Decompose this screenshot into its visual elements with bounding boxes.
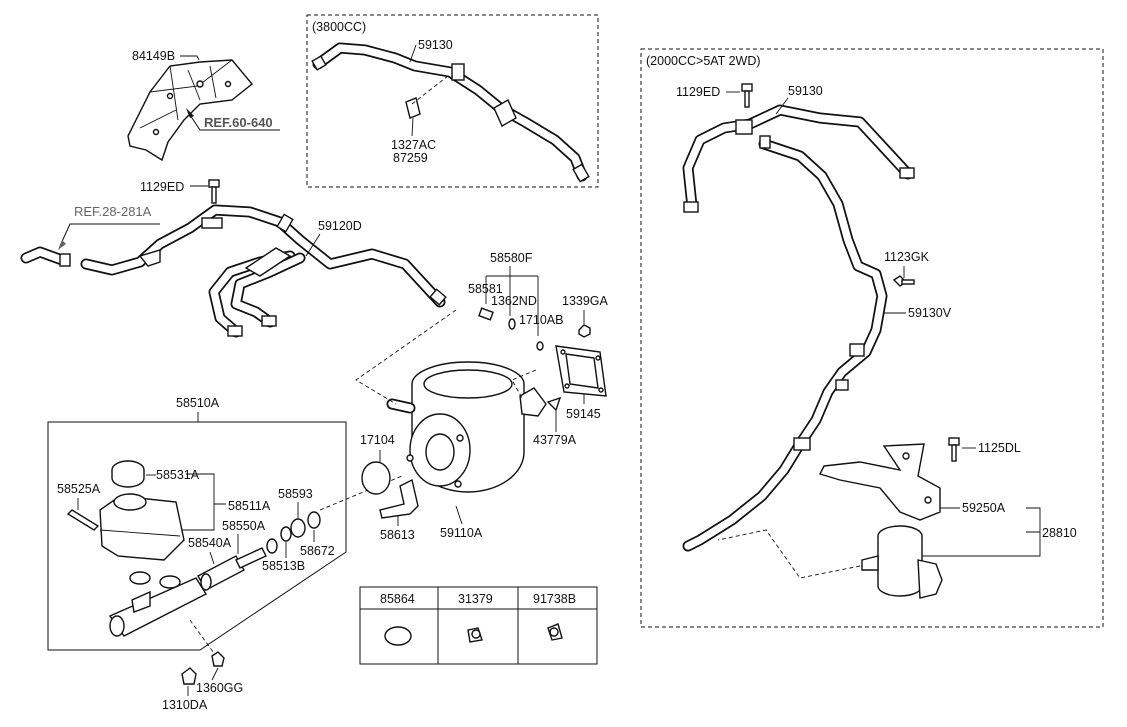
nut-1310da <box>181 667 197 685</box>
label-58581: 58581 <box>468 282 503 296</box>
gasket-59145 <box>555 345 607 397</box>
label-58525a: 58525A <box>57 482 101 496</box>
label-58511a: 58511A <box>228 499 271 513</box>
vacuum-pump-28810 <box>861 525 943 599</box>
pin-43779a <box>546 396 562 412</box>
bolt-58525a <box>66 509 100 531</box>
label-1129ed-left: 1129ED <box>140 180 184 194</box>
label-58531a: 58531A <box>156 468 200 482</box>
piston-58550a <box>235 547 267 569</box>
oring-58672 <box>307 511 321 529</box>
legend-header-3: 91738B <box>533 592 576 606</box>
nut-1339ga <box>578 324 591 338</box>
label-59130v: 59130V <box>908 306 952 320</box>
label-1360gg: 1360GG <box>196 681 243 695</box>
gasket-17104 <box>361 461 391 495</box>
label-87259: 87259 <box>393 151 428 165</box>
label-43779a: 43779A <box>533 433 577 447</box>
v6-section-label: (3800CC) <box>312 20 366 34</box>
label-58580f: 58580F <box>490 251 533 265</box>
hose-clamp-icon <box>467 627 483 643</box>
label-59250a: 59250A <box>962 501 1006 515</box>
seal-58550a <box>266 538 278 554</box>
bolt-1123gk <box>892 275 915 287</box>
ref-60-640: REF.60-640 <box>204 115 273 130</box>
bolt-1129ed-right <box>741 83 753 108</box>
ref-28-281a: REF.28-281A <box>74 204 152 219</box>
label-1339ga: 1339GA <box>562 294 609 308</box>
bolt-1125dl <box>948 437 960 462</box>
label-1362nd: 1362ND <box>491 294 537 308</box>
grommet-1362nd <box>508 318 516 330</box>
label-59120d: 59120D <box>318 219 362 233</box>
check-valve-58581 <box>478 307 494 321</box>
reservoir-cap-58531a <box>111 460 145 488</box>
washer-1360gg <box>211 651 225 667</box>
label-59130-right: 59130 <box>788 84 823 98</box>
label-1327ac: 1327AC <box>391 138 436 152</box>
label-1123gk: 1123GK <box>884 250 930 264</box>
label-59130-top: 59130 <box>418 38 453 52</box>
reservoir-58511a <box>99 493 185 561</box>
label-58550a: 58550A <box>222 519 266 533</box>
label-59145: 59145 <box>566 407 601 421</box>
round-plug-icon <box>384 626 412 646</box>
master-cylinder-frame <box>47 421 347 651</box>
hose-59120d <box>20 204 447 338</box>
hose-59130-i4 <box>682 104 915 552</box>
label-58593: 58593 <box>278 487 313 501</box>
label-84149b: 84149B <box>132 49 175 63</box>
label-1125dl: 1125DL <box>978 441 1021 455</box>
label-58540a: 58540A <box>188 536 232 550</box>
i4-section-label: (2000CC>5AT 2WD) <box>646 54 761 68</box>
ring-58513b <box>280 526 292 542</box>
label-58513b: 58513B <box>262 559 305 573</box>
label-1129ed-right: 1129ED <box>676 85 720 99</box>
label-58613: 58613 <box>380 528 415 542</box>
legend-table: 85864 31379 91738B <box>359 586 598 665</box>
bolt-1129ed-left <box>208 179 220 204</box>
bracket-84149b <box>127 59 253 162</box>
i4-section-box <box>640 48 1104 628</box>
label-1710ab: 1710AB <box>519 313 563 327</box>
legend-header-2: 31379 <box>458 592 493 606</box>
label-17104: 17104 <box>360 433 395 447</box>
seal-58593 <box>290 518 306 538</box>
bracket-58613 <box>379 478 419 519</box>
label-1310da: 1310DA <box>162 698 208 712</box>
label-59110a: 59110A <box>440 526 483 540</box>
legend-header-1: 85864 <box>380 592 415 606</box>
brake-booster-59110a <box>386 361 547 493</box>
label-58510a: 58510A <box>176 396 220 410</box>
label-58672: 58672 <box>300 544 335 558</box>
clip-1710ab <box>536 341 544 351</box>
hose-59130-v6 <box>311 42 590 183</box>
spring-clip-icon <box>547 623 563 641</box>
label-28810: 28810 <box>1042 526 1077 540</box>
master-cylinder-body <box>108 571 207 637</box>
v6-section-box <box>306 14 599 188</box>
bracket-59250a <box>819 443 941 521</box>
piston-58540a <box>197 555 245 591</box>
ref-60-leader <box>187 111 280 131</box>
